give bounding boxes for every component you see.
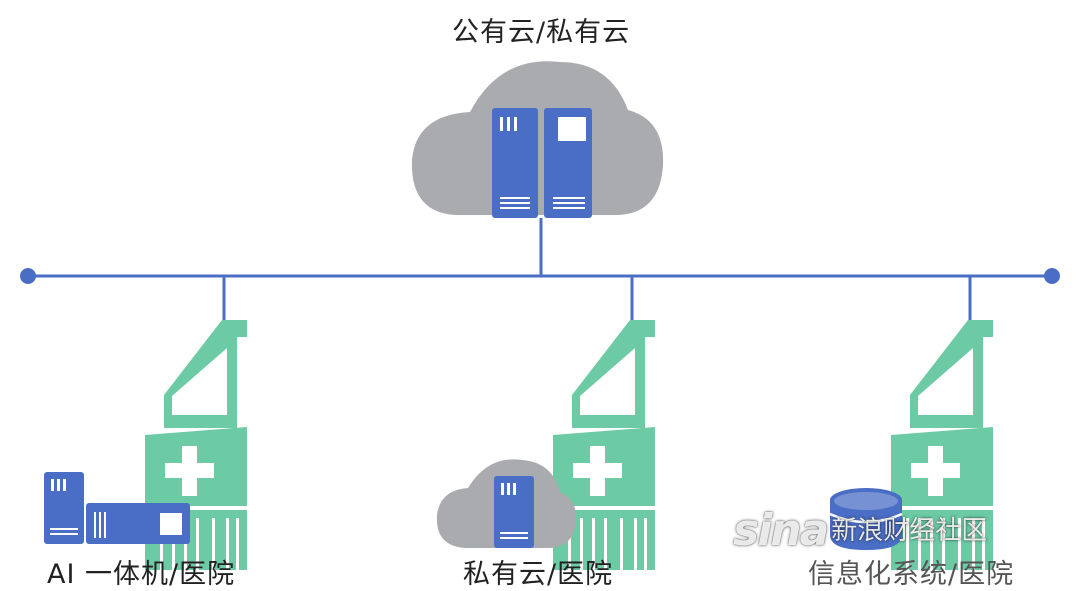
top-node-label: 公有云/私有云 bbox=[452, 17, 631, 48]
private-cloud-icon bbox=[436, 459, 577, 548]
cloud-server-right-icon bbox=[544, 108, 592, 218]
ai-appliance-icon bbox=[44, 472, 190, 544]
node-label-ai-appliance: AI 一体机/医院 bbox=[47, 559, 236, 590]
top-cloud-icon bbox=[411, 61, 664, 218]
bus-endpoint-left bbox=[20, 268, 36, 284]
node-label-info-system: 信息化系统/医院 bbox=[808, 559, 1015, 590]
node-label-private-cloud: 私有云/医院 bbox=[463, 559, 614, 590]
sina-logo: sina bbox=[733, 505, 829, 556]
database-icon bbox=[829, 488, 903, 550]
network-lines bbox=[28, 218, 1052, 333]
watermark-text: 新浪财经社区 bbox=[831, 516, 988, 546]
cloud-server-left-icon bbox=[492, 108, 538, 218]
bus-endpoint-right bbox=[1044, 268, 1060, 284]
